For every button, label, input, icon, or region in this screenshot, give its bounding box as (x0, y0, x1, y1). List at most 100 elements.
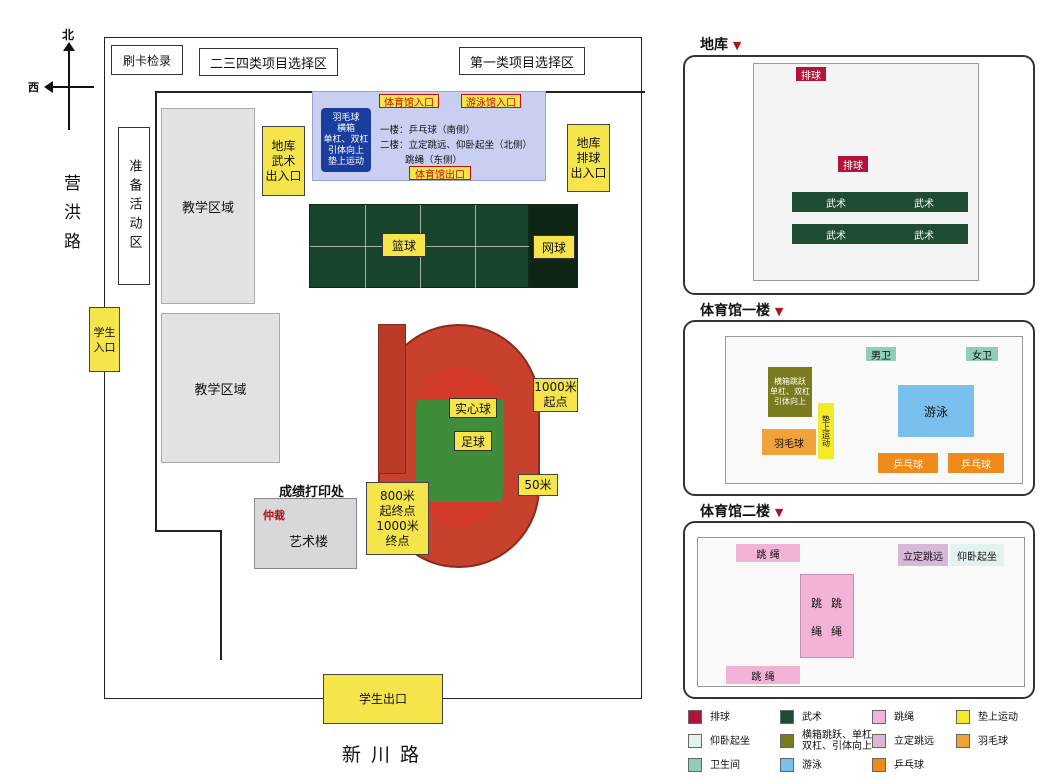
legend-label: 武术 (802, 711, 822, 723)
floor1-pingpong-1: 乒乓球 (878, 453, 938, 473)
court-divider-3 (475, 205, 476, 289)
basement-title-text: 地库 (700, 37, 728, 53)
legend-item: 横箱跳跃、单杠 双杠、引体向上 (780, 730, 872, 752)
floor2-rope-bottom: 跳 绳 (726, 666, 800, 684)
teaching-zone-2: 教学区域 (161, 313, 280, 463)
infield-bottom-arc (416, 502, 504, 528)
inner-path-left (155, 91, 157, 531)
legend-swatch (956, 734, 970, 748)
legend-swatch (780, 710, 794, 724)
art-building-label: 艺术楼 (289, 535, 329, 550)
floor2-longjump: 立定跳远 (898, 544, 948, 566)
compass-horizontal-line (48, 86, 94, 88)
legend-swatch (780, 758, 794, 772)
basement-panel: 排球 排球 武术 武术 武术 武术 (683, 55, 1035, 295)
legend-label: 排球 (710, 711, 730, 723)
art-building: 仲裁 艺术楼 (254, 498, 357, 569)
prep-zone: 准备活动区 (118, 127, 150, 285)
gym-exit[interactable]: 体育馆出口 (409, 166, 471, 181)
legend-label: 卫生间 (710, 759, 740, 771)
floor2-plan: 跳 绳 跳 绳 跳 跳 绳 绳 立定跳远 仰卧起坐 (697, 537, 1025, 687)
legend-swatch (780, 734, 794, 748)
road-south-label: 新川路 (342, 744, 430, 766)
legend-swatch (688, 734, 702, 748)
infield-top-arc (416, 366, 504, 400)
gym-entrance[interactable]: 体育馆入口 (379, 94, 439, 109)
student-exit[interactable]: 学生出口 (323, 674, 443, 724)
legend-item: 乒乓球 (872, 758, 956, 772)
floor2-situp: 仰卧起坐 (950, 544, 1004, 566)
floor1-swim: 游泳 (898, 385, 974, 437)
legend-item: 仰卧起坐 (688, 730, 780, 752)
student-entrance[interactable]: 学生 入口 (89, 307, 120, 372)
rope-char: 绳 (831, 625, 842, 638)
legend-label: 游泳 (802, 759, 822, 771)
compass-north: 北 (62, 28, 75, 42)
label-50m: 50米 (518, 474, 558, 496)
basement-wushu-1: 武术 (792, 192, 880, 212)
tennis-court: 网球 (529, 204, 578, 288)
road-east-label: 营洪路 (60, 174, 80, 261)
gym-floor1-info: 一楼：乒乓球（南侧） (380, 125, 476, 136)
floor1-mat: 垫上运动 (818, 403, 834, 459)
basement-plan: 排球 排球 武术 武术 武术 武术 (753, 63, 979, 281)
triangle-down-icon: ▼ (732, 39, 742, 52)
rope-char: 跳 (811, 597, 822, 610)
pool-entrance[interactable]: 游泳馆入口 (461, 94, 521, 109)
legend-item: 立定跳远 (872, 730, 956, 752)
basement-volleyball-entrance[interactable]: 地库 排球 出入口 (567, 124, 610, 192)
floor1-female-wc: 女卫 (966, 347, 998, 362)
zone-1: 第一类项目选择区 (459, 47, 585, 75)
legend-grid: 排球 武术 跳绳 垫上运动仰卧起坐横箱跳跃、单杠 双杠、引体向上 立定跳远 羽毛球卫生间 游… (688, 710, 1038, 772)
legend-item: 卫生间 (688, 758, 780, 772)
basement-wushu-entrance[interactable]: 地库 武术 出入口 (262, 126, 305, 196)
gym-event-sign: 羽毛球 横箱 单杠、双杠 引体向上 垫上运动 (321, 108, 371, 172)
legend-swatch (872, 710, 886, 724)
legend-item: 跳绳 (872, 710, 956, 724)
legend-label: 垫上运动 (978, 711, 1018, 723)
triangle-down-icon: ▼ (774, 305, 784, 318)
floor2-rope-top: 跳 绳 (736, 544, 800, 562)
legend-item: 游泳 (780, 758, 872, 772)
basement-wushu-4: 武术 (880, 224, 968, 244)
west-arrow-icon (44, 81, 53, 93)
legend-label: 横箱跳跃、单杠 双杠、引体向上 (802, 730, 872, 752)
legend-swatch (688, 758, 702, 772)
arbitration-label: 仲裁 (263, 509, 285, 522)
basketball-courts: 篮球 (309, 204, 530, 289)
floor1-hengxiang: 横箱跳跃 单杠、双杠 引体向上 (768, 367, 812, 417)
gym-rope-info: 跳绳（东侧） (405, 155, 463, 166)
football-label: 足球 (454, 431, 492, 451)
legend-item: 羽毛球 (956, 730, 1040, 752)
checkin-zone: 刷卡检录 (111, 45, 183, 75)
floor1-male-wc: 男卫 (866, 347, 896, 362)
medicine-ball-label: 实心球 (449, 398, 497, 418)
floor2-rope-center: 跳 跳 绳 绳 (800, 574, 854, 658)
basement-volleyball-2: 排球 (838, 156, 868, 172)
inner-path-lower (220, 530, 222, 660)
basement-wushu-3: 武术 (792, 224, 880, 244)
floor1-panel: 男卫 女卫 横箱跳跃 单杠、双杠 引体向上 垫上运动 羽毛球 游泳 乒乓球 乒乓… (683, 320, 1035, 496)
floor2-panel: 跳 绳 跳 绳 跳 跳 绳 绳 立定跳远 仰卧起坐 (683, 521, 1035, 699)
tennis-label: 网球 (533, 235, 575, 259)
zone-234: 二三四类项目选择区 (199, 48, 338, 76)
legend-swatch (872, 734, 886, 748)
start-1000m: 1000米 起点 (533, 378, 578, 412)
legend-item: 排球 (688, 710, 780, 724)
compass: 北 西 (28, 26, 94, 136)
straightaway (378, 324, 406, 474)
score-print-label: 成绩打印处 (279, 485, 345, 500)
legend-item: 武术 (780, 710, 872, 724)
basement-title: 地库 ▼ (700, 34, 741, 54)
floor1-title-text: 体育馆一楼 (700, 303, 770, 319)
campus-map: 北 西 营洪路 新川路 刷卡检录 二三四类项目选择区 第一类项目选择区 准备活动… (28, 26, 645, 766)
legend-swatch (872, 758, 886, 772)
rope-char: 跳 (831, 597, 842, 610)
legend-label: 立定跳远 (894, 735, 934, 747)
north-arrow-icon (63, 42, 75, 51)
start-800m: 800米 起终点 1000米 终点 (366, 482, 429, 555)
teaching-zone-1: 教学区域 (161, 108, 255, 304)
legend-label: 羽毛球 (978, 735, 1008, 747)
legend-label: 跳绳 (894, 711, 914, 723)
triangle-down-icon: ▼ (774, 506, 784, 519)
